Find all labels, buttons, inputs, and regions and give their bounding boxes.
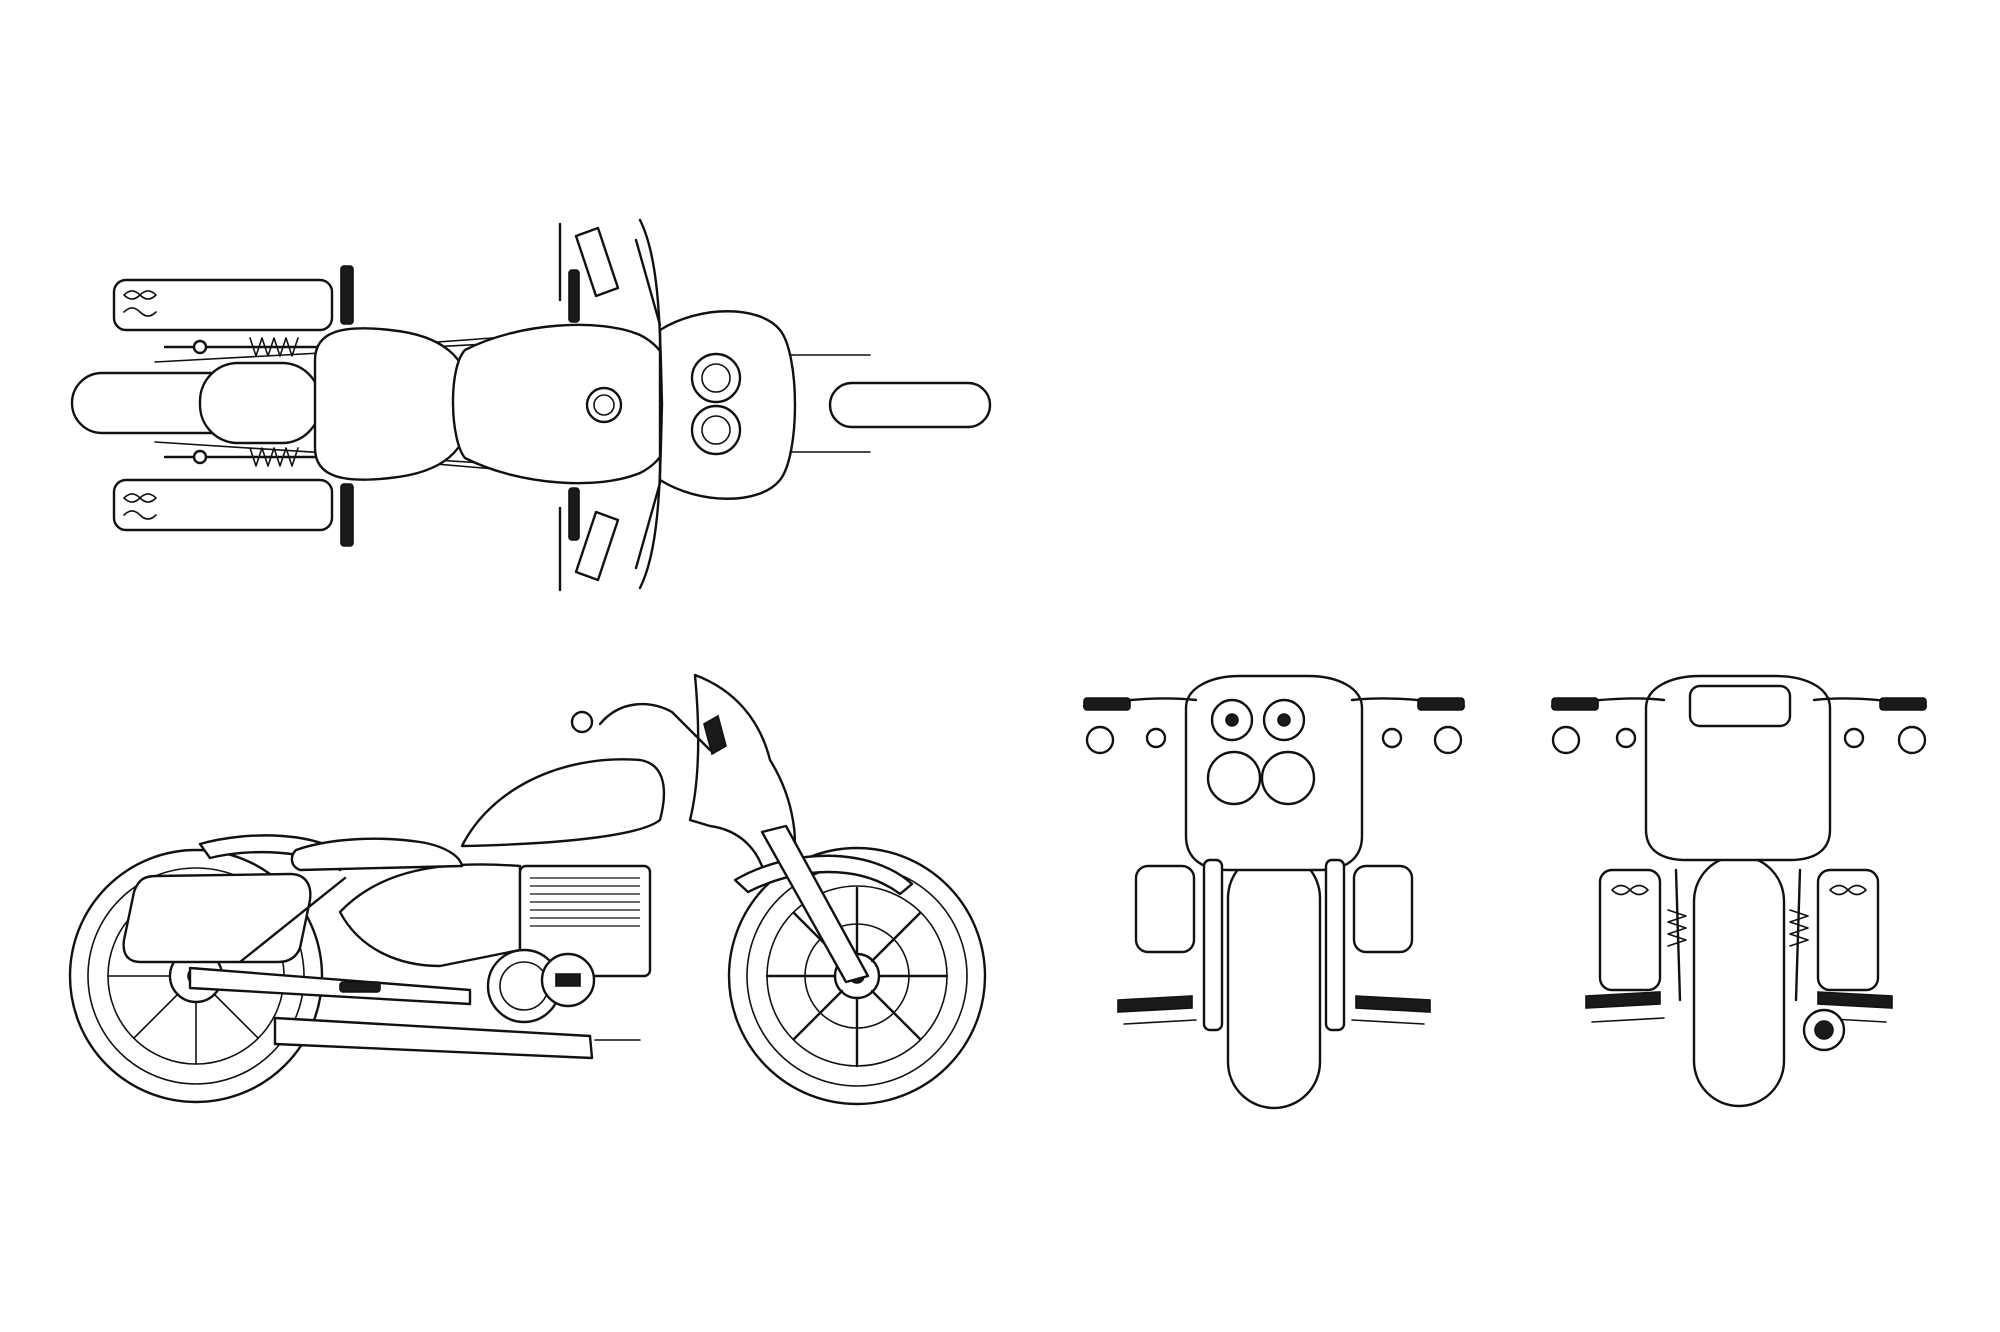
rear-view-turn-signal-right bbox=[1843, 727, 1865, 749]
top-view bbox=[70, 218, 992, 592]
top-saddlebag-lower bbox=[112, 478, 334, 532]
side-rear-shock bbox=[238, 876, 347, 964]
top-front-forks bbox=[789, 354, 871, 453]
top-rear-footpeg-lower bbox=[340, 483, 354, 547]
top-gauge-left bbox=[690, 352, 742, 404]
front-view-tire bbox=[1226, 850, 1322, 1110]
rear-view-mirror-right bbox=[1897, 725, 1927, 755]
front-view-mirror-left bbox=[1085, 725, 1115, 755]
front-view-headlight-right bbox=[1260, 750, 1316, 806]
side-footpeg bbox=[339, 981, 381, 993]
top-fuel-cap bbox=[585, 386, 623, 424]
rear-view-saddlebag-right bbox=[1816, 868, 1880, 992]
side-front-forks bbox=[760, 824, 870, 984]
side-engine bbox=[486, 864, 652, 1024]
rear-view-shock-right bbox=[1789, 868, 1809, 1002]
top-rear-footpeg-upper bbox=[340, 265, 354, 325]
rear-view-mirror-left bbox=[1551, 725, 1581, 755]
top-handlebar-grip-lower bbox=[574, 510, 620, 582]
rear-view-grip-left bbox=[1551, 697, 1599, 711]
side-exhaust bbox=[273, 1016, 594, 1060]
front-view-turn-signal-right bbox=[1381, 727, 1403, 749]
top-front-footpeg-upper bbox=[568, 269, 580, 323]
front-view-grip-left bbox=[1083, 697, 1131, 711]
top-front-footpeg-lower bbox=[568, 487, 580, 541]
rear-view-shock-left bbox=[1667, 868, 1687, 1002]
top-fuel-cap-inner bbox=[593, 394, 615, 416]
rear-view-tire bbox=[1692, 854, 1786, 1108]
top-gauge-right bbox=[690, 404, 742, 456]
side-frame-panel bbox=[338, 863, 522, 968]
side-headlight bbox=[703, 714, 727, 756]
front-view-saddlebag-right bbox=[1352, 864, 1414, 954]
rear-view bbox=[1550, 674, 1928, 1108]
rear-view-saddlebag-right-logo bbox=[1829, 884, 1867, 896]
front-view-footpeg-left bbox=[1117, 995, 1193, 1013]
top-seat bbox=[313, 327, 474, 481]
front-view-saddlebag-left bbox=[1134, 864, 1196, 954]
top-rear-shock-upper bbox=[163, 337, 322, 357]
side-saddlebag bbox=[122, 872, 312, 964]
top-fairing bbox=[658, 310, 797, 500]
rear-view-turn-signal-left bbox=[1615, 727, 1637, 749]
rear-view-saddlebag-left bbox=[1598, 868, 1662, 992]
rear-view-footpeg-right bbox=[1817, 991, 1893, 1009]
side-fuel-tank bbox=[460, 758, 666, 848]
front-view-footpeg-right bbox=[1355, 995, 1431, 1013]
top-saddlebag-upper bbox=[112, 278, 334, 332]
side-handlebar bbox=[598, 702, 712, 752]
rear-view-footpeg-left bbox=[1585, 991, 1661, 1009]
front-view-turn-signal-left bbox=[1145, 727, 1167, 749]
front-view-headlight-left bbox=[1206, 750, 1262, 806]
side-mirror bbox=[570, 710, 594, 734]
top-rear-shock-lower bbox=[163, 447, 322, 467]
top-front-wheel bbox=[828, 381, 992, 429]
side-seat bbox=[290, 837, 464, 872]
top-clutch-lever bbox=[634, 481, 662, 570]
top-saddlebag-upper-logo bbox=[123, 290, 157, 317]
rear-view-gauge-housing bbox=[1688, 684, 1792, 728]
rear-view-grip-right bbox=[1879, 697, 1927, 711]
front-view-fork-right bbox=[1324, 858, 1346, 1032]
front-view-mirror-right bbox=[1433, 725, 1463, 755]
top-brake-lever bbox=[634, 238, 662, 327]
top-saddlebag-lower-logo bbox=[123, 493, 157, 520]
top-handlebar-grip-upper bbox=[574, 226, 620, 298]
front-view bbox=[1082, 674, 1466, 1110]
top-fuel-tank bbox=[451, 323, 674, 485]
rear-view-saddlebag-left-logo bbox=[1611, 884, 1649, 896]
top-handlebar bbox=[638, 218, 664, 590]
front-view-fork-left bbox=[1202, 858, 1224, 1032]
left-side-view bbox=[68, 673, 987, 1106]
front-view-grip-right bbox=[1417, 697, 1465, 711]
top-rear-fender bbox=[198, 361, 322, 445]
